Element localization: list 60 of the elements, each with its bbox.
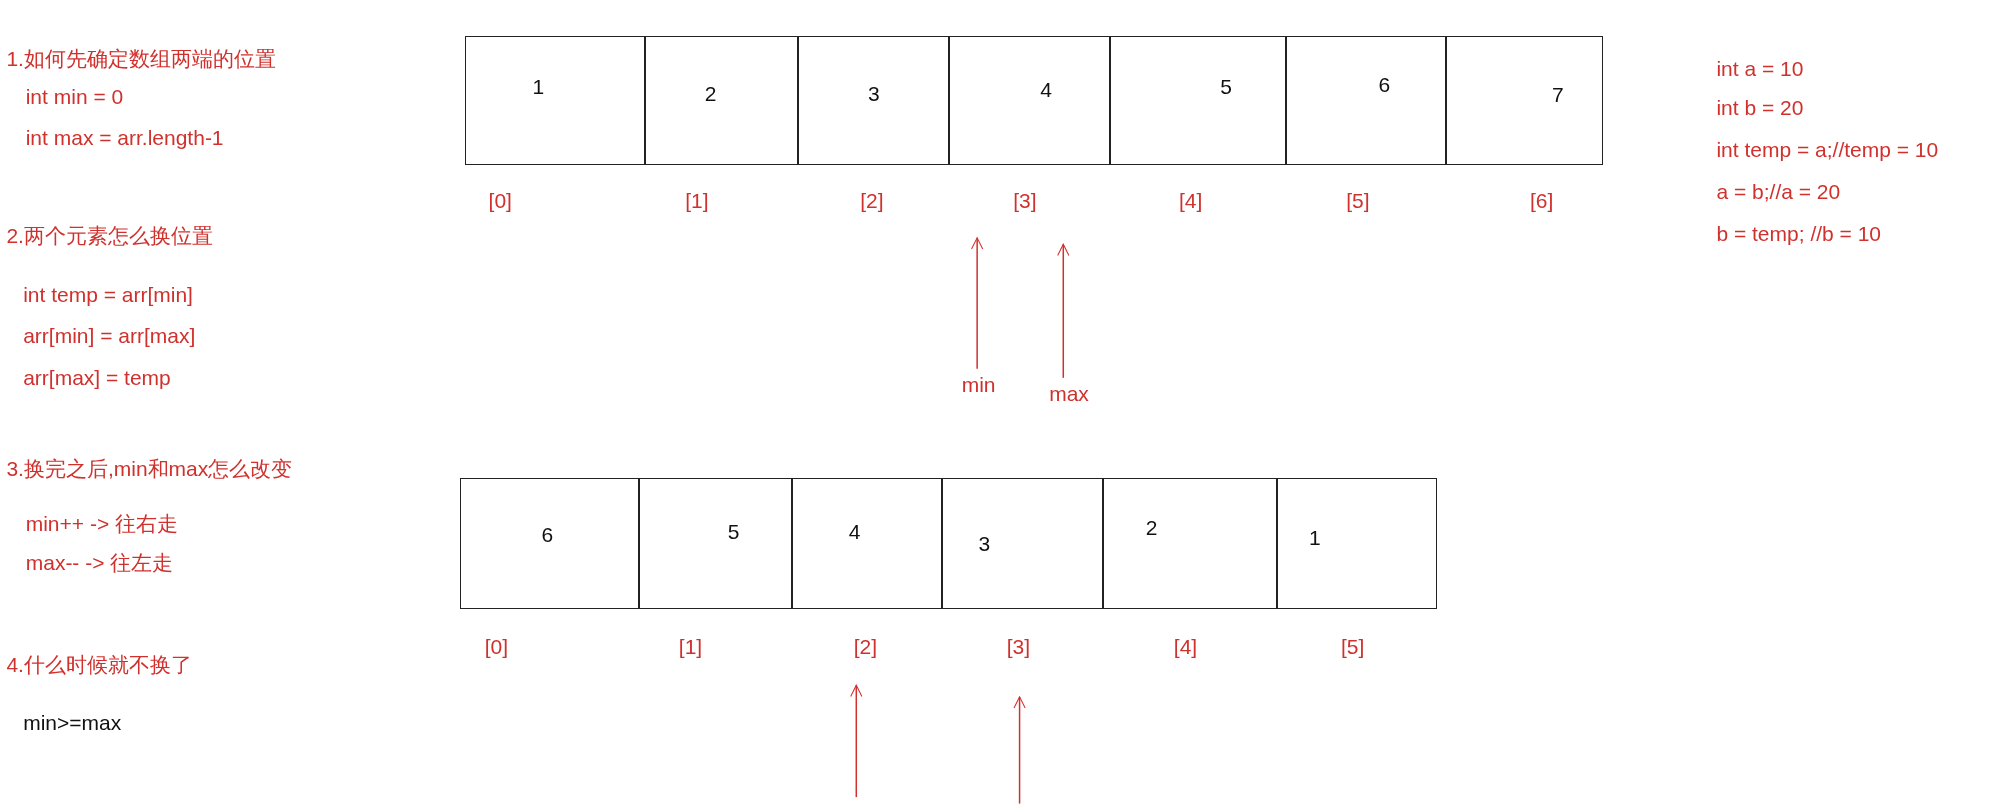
cell-value: 2: [704, 81, 717, 106]
note-text: int max = arr.length-1: [25, 126, 224, 150]
note-text: 3.换完之后,min和max怎么改变: [6, 456, 293, 483]
array-cell: [1109, 36, 1286, 165]
cell-value: 6: [541, 522, 554, 547]
array-cell: [465, 36, 646, 165]
index-label: [1]: [685, 189, 709, 213]
array-cell: [645, 36, 799, 165]
array-cell: [1276, 478, 1438, 610]
cell-value: 4: [1040, 77, 1052, 102]
cell-value: 3: [978, 531, 991, 556]
note-text: 1.如何先确定数组两端的位置: [6, 46, 276, 72]
note-text: arr[min] = arr[max]: [23, 324, 196, 348]
note-text: min>=max: [23, 711, 122, 735]
code-text: int a = 10: [1716, 56, 1804, 81]
note-text: int temp = arr[min]: [23, 282, 193, 307]
index-label: [2]: [860, 189, 884, 213]
index-label: [4]: [1173, 635, 1198, 660]
array-cell: [639, 478, 792, 610]
cell-value: 5: [1220, 75, 1232, 100]
code-text: int temp = a;//temp = 10: [1716, 137, 1939, 162]
index-label: [3]: [1006, 635, 1031, 660]
array-cell: [792, 478, 943, 610]
code-text: int b = 20: [1716, 96, 1804, 121]
index-label: [2]: [853, 635, 878, 660]
index-label: [0]: [484, 635, 509, 660]
array-cell: [1103, 478, 1277, 610]
array-cell: [948, 36, 1110, 165]
pointer-label: min: [961, 372, 996, 397]
index-label: [5]: [1341, 635, 1365, 660]
cell-value: 3: [868, 81, 880, 106]
note-text: min++ -> 往右走: [25, 511, 178, 538]
index-label: [4]: [1179, 189, 1203, 213]
arrow: [1057, 243, 1070, 379]
note-text: 2.两个元素怎么换位置: [6, 223, 213, 250]
cell-value: 4: [848, 520, 861, 544]
pointer-label: max: [1049, 381, 1089, 406]
array-cell: [460, 478, 639, 610]
array-cell: [942, 478, 1104, 610]
array-cell: [1446, 36, 1604, 165]
code-text: a = b;//a = 20: [1716, 180, 1841, 204]
cell-value: 1: [1309, 526, 1321, 551]
arrow: [971, 237, 984, 370]
index-label: [3]: [1013, 189, 1037, 213]
index-label: [5]: [1346, 189, 1370, 213]
cell-value: 5: [727, 520, 740, 544]
array-cell: [1285, 36, 1447, 165]
index-label: [6]: [1530, 189, 1554, 213]
cell-value: 6: [1378, 72, 1391, 97]
note-text: max-- -> 往左走: [25, 550, 174, 576]
note-text: arr[max] = temp: [23, 366, 171, 391]
code-text: b = temp; //b = 10: [1716, 222, 1882, 247]
cell-value: 7: [1552, 82, 1564, 107]
array-cell: [798, 36, 949, 165]
note-text: 4.什么时候就不换了: [6, 651, 192, 678]
index-label: [1]: [678, 635, 703, 660]
note-text: int min = 0: [25, 84, 124, 109]
index-label: [0]: [488, 189, 512, 213]
cell-value: 2: [1145, 516, 1158, 541]
cell-value: 1: [532, 75, 545, 100]
